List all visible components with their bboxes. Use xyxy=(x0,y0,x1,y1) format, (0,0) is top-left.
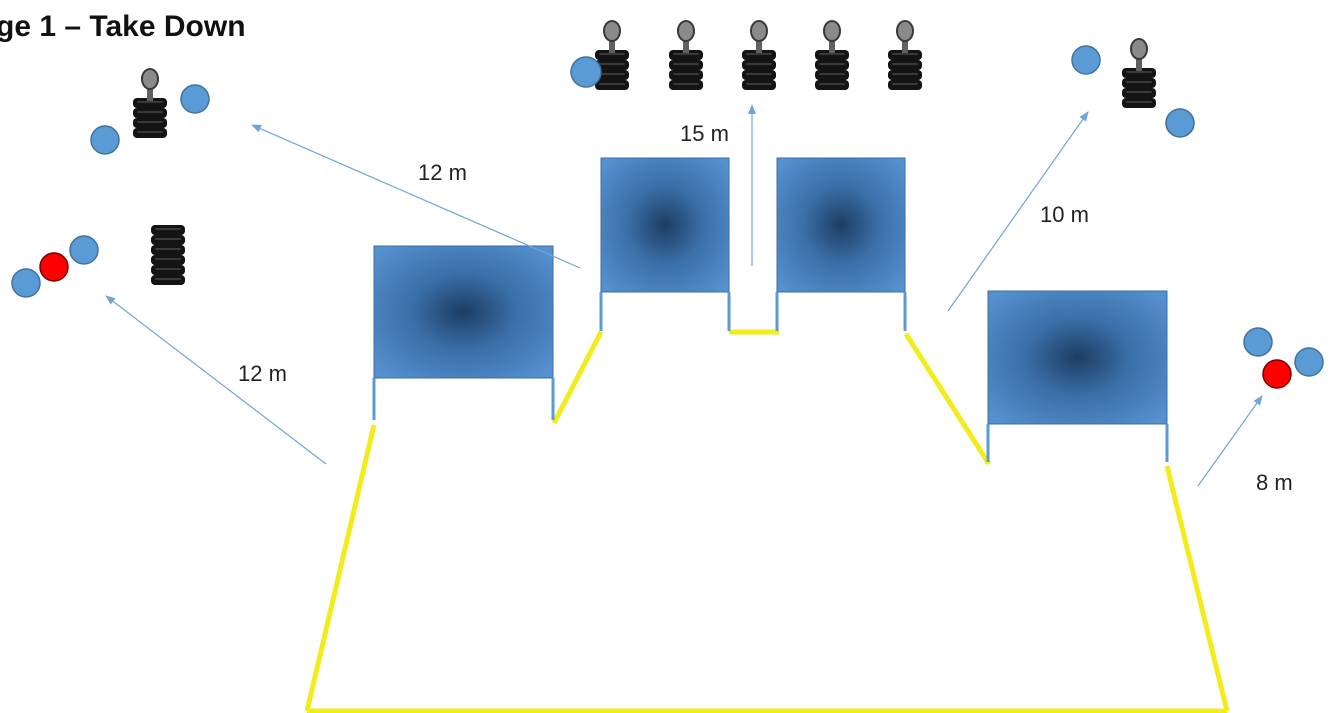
popper-steel-icon xyxy=(1130,38,1148,72)
circle-target-icon xyxy=(69,235,99,265)
barrier-left xyxy=(372,245,555,420)
arrow-right-lower xyxy=(1197,395,1263,487)
barrier-right xyxy=(986,290,1169,462)
upper-left-targets xyxy=(90,68,210,155)
barriers xyxy=(372,157,1169,462)
distance-label-right-upper: 10 m xyxy=(1040,202,1089,227)
distance-label-center: 15 m xyxy=(680,121,729,146)
distance-label-right-lower: 8 m xyxy=(1256,470,1293,495)
upper-right-targets xyxy=(1071,38,1195,138)
circle-target-icon xyxy=(570,56,602,88)
popper-steel-icon xyxy=(603,20,621,54)
circle-target-icon xyxy=(1071,45,1101,75)
tire-stack-icon xyxy=(133,68,167,138)
left-targets xyxy=(11,225,185,298)
circle-target-icon xyxy=(1294,347,1324,377)
fault-lines xyxy=(304,329,1230,713)
barrier-center-right xyxy=(775,157,907,331)
arrow-right-upper xyxy=(947,111,1089,312)
tire-stack-icon xyxy=(669,20,703,90)
circle-target-icon xyxy=(11,268,41,298)
tire-stack-icon xyxy=(1122,38,1156,108)
arrow-left-upper xyxy=(251,124,581,269)
arrow-left-lower xyxy=(105,295,327,465)
popper-steel-icon xyxy=(896,20,914,54)
popper-steel-icon xyxy=(823,20,841,54)
right-targets xyxy=(1243,327,1324,389)
fault-line-right xyxy=(1164,465,1230,712)
distance-label-left-lower: 12 m xyxy=(238,361,287,386)
stage-title: ge 1 – Take Down xyxy=(0,10,246,43)
top-tire-row xyxy=(570,20,922,90)
fault-line-left xyxy=(304,424,377,712)
fault-line-center-left xyxy=(551,330,604,425)
popper-steel-icon xyxy=(677,20,695,54)
tire-stack-icon xyxy=(595,20,629,90)
circle-target-icon xyxy=(90,125,120,155)
circle-target-icon xyxy=(1165,108,1195,138)
red-no-shoot-icon xyxy=(1262,359,1292,389)
fault-line-center-right xyxy=(903,332,992,466)
circle-target-icon xyxy=(1243,327,1273,357)
tire-stack-icon xyxy=(888,20,922,90)
tire-stack-icon xyxy=(815,20,849,90)
circle-target-icon xyxy=(180,84,210,114)
popper-steel-icon xyxy=(750,20,768,54)
distance-arrows xyxy=(105,104,1263,487)
tire-stack-icon xyxy=(742,20,776,90)
barrier-center-left xyxy=(599,157,731,331)
distance-label-left-upper: 12 m xyxy=(418,160,467,185)
tire-stack-icon xyxy=(151,225,185,285)
red-no-shoot-icon xyxy=(39,252,69,282)
popper-steel-icon xyxy=(141,68,159,102)
